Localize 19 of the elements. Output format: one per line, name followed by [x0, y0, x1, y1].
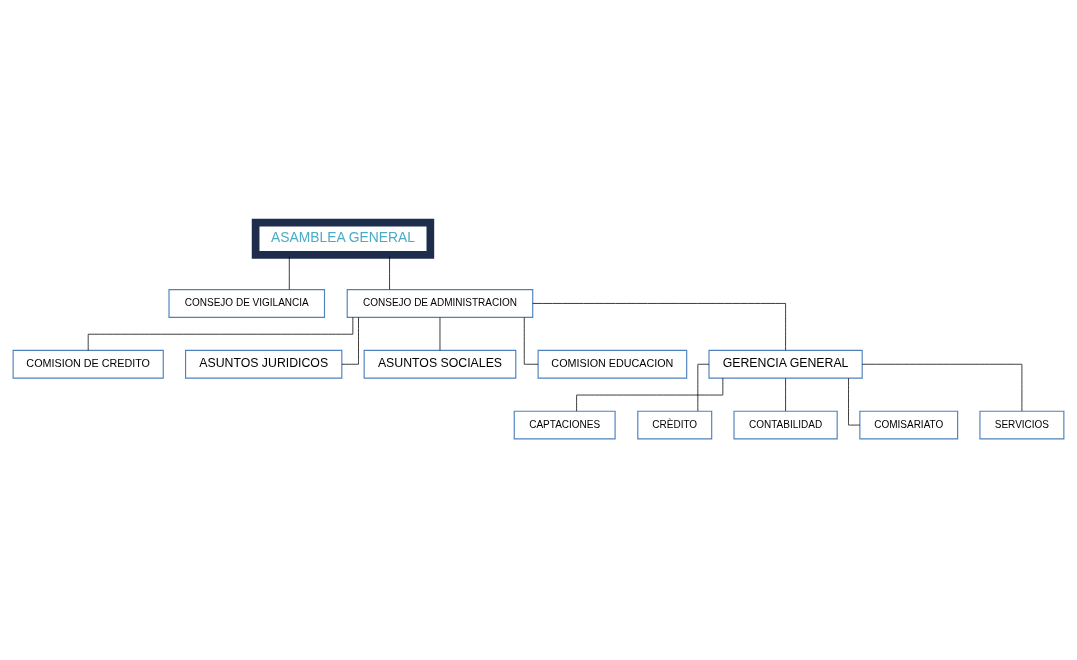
connector: [785, 377, 786, 412]
node-box: COMISARIATO: [859, 410, 959, 440]
node-box: COMISION EDUCACION: [537, 349, 688, 379]
node-box: SERVICIOS: [979, 410, 1065, 440]
connector: [697, 363, 710, 412]
node-box: CONSEJO DE ADMINISTRACION: [346, 289, 534, 318]
node-box: CONTABILIDAD: [733, 410, 838, 440]
connector: [576, 377, 724, 412]
node-box: COMISION DE CREDITO: [12, 349, 164, 379]
node-box: ASUNTOS JURIDICOS: [185, 349, 343, 379]
connector: [288, 256, 290, 290]
connector: [532, 303, 786, 351]
node-box: CAPTACIONES: [513, 410, 616, 440]
node-box: ASUNTOS SOCIALES: [363, 349, 517, 379]
node-box: GERENCIA GENERAL: [708, 349, 863, 379]
connector: [389, 256, 390, 290]
node-box: CONSEJO DE VIGILANCIA: [168, 289, 326, 318]
connector: [341, 317, 359, 365]
node-box: CRÈDITO: [637, 410, 713, 440]
